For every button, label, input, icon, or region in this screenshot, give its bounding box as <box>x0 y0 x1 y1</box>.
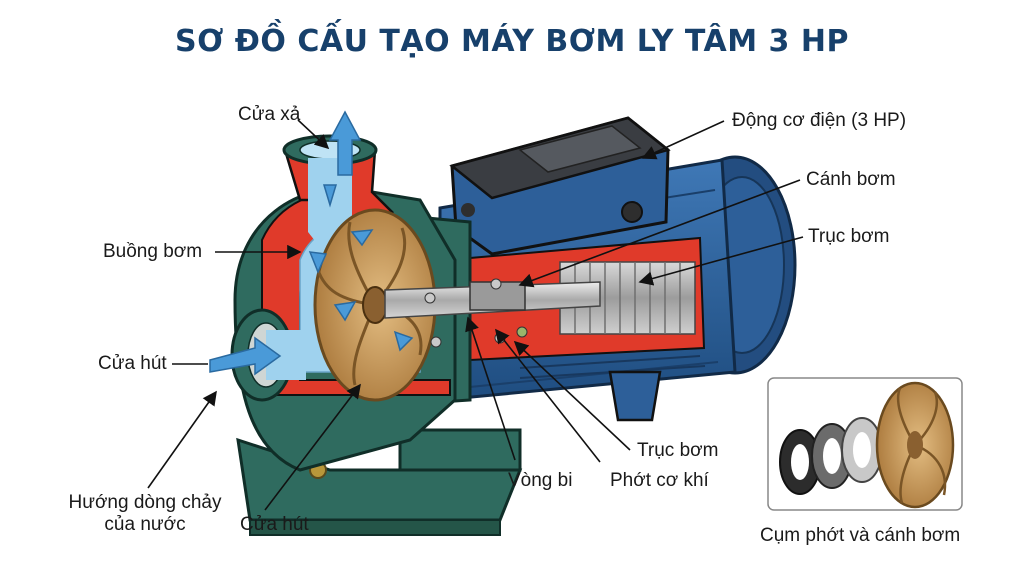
label-flow-direction: Hướng dòng chảy của nước <box>60 492 230 536</box>
flow-arrows <box>209 110 414 376</box>
diagram-title: SƠ ĐỒ CẤU TẠO MÁY BƠM LY TÂM 3 HP <box>175 24 849 59</box>
inset-box <box>767 377 963 511</box>
label-suction-bottom: Cửa hút <box>240 514 309 535</box>
label-discharge: Cửa xả <box>238 104 301 125</box>
pump-base <box>236 428 523 536</box>
label-bearing: Vòng bi <box>508 470 573 491</box>
label-impeller: Cánh bơm <box>806 169 896 190</box>
motor-foot <box>608 370 662 422</box>
leader-lines <box>147 119 804 511</box>
label-inset-caption: Cụm phớt và cánh bơm <box>760 525 961 546</box>
label-mechanical-seal: Phớt cơ khí <box>610 470 709 491</box>
label-shaft-bottom: Trục bơm <box>637 440 719 461</box>
impeller <box>313 208 437 402</box>
label-pump-housing: Buồng bơm <box>103 241 203 262</box>
label-suction-left: Cửa hút <box>98 353 167 374</box>
label-flow-direction-line2: của nước <box>104 514 186 535</box>
label-flow-direction-line1: Hướng dòng chảy <box>68 492 222 513</box>
label-motor: Động cơ điện (3 HP) <box>732 110 907 131</box>
label-shaft-right: Trục bơm <box>808 226 890 247</box>
terminal-box <box>449 116 671 256</box>
